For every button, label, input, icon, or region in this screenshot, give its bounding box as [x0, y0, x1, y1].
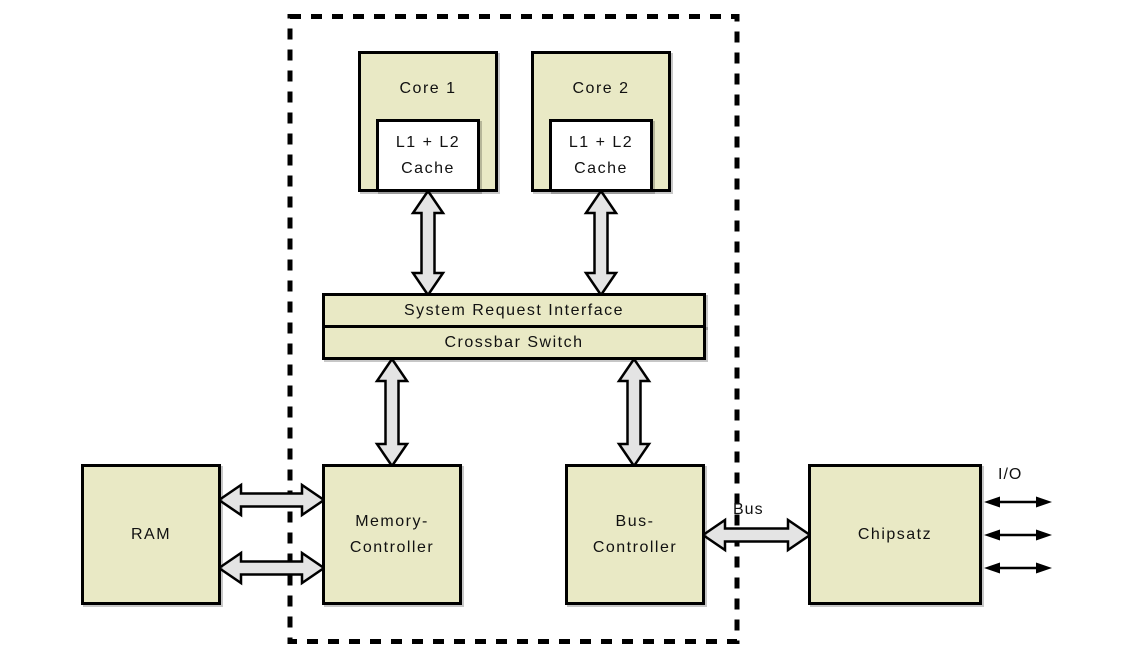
arrow-cache2-sri [583, 188, 619, 298]
arrow-crossbar-busctrl [616, 356, 652, 469]
node-memctrl-line1: Memory- [355, 512, 429, 530]
node-chipsatz: Chipsatz [808, 464, 982, 605]
bus-edge-label: Bus [733, 501, 764, 518]
node-memctrl-line2: Controller [349, 538, 435, 556]
node-cache2: L1 + L2 Cache [549, 119, 653, 192]
arrow-crossbar-memctrl [374, 356, 410, 469]
node-crossbar-switch: Crossbar Switch [322, 325, 706, 360]
node-ram-label: RAM [130, 525, 172, 543]
cpu-die-boundary [287, 14, 740, 644]
io-edge-label: I/O [998, 466, 1023, 483]
node-bus-controller: Bus- Controller [565, 464, 705, 605]
node-ram: RAM [81, 464, 221, 605]
node-system-request-interface: System Request Interface [322, 293, 706, 328]
io-arrow-1 [984, 496, 1052, 508]
io-arrow-2 [984, 529, 1052, 541]
node-crossbar-label: Crossbar Switch [444, 333, 584, 351]
arrow-ram-memctrl-lower [216, 550, 327, 586]
io-arrow-3 [984, 562, 1052, 574]
node-cache2-line1: L1 + L2 [568, 133, 634, 151]
node-cache1-line1: L1 + L2 [395, 133, 461, 151]
node-core2-label: Core 2 [572, 80, 630, 97]
node-chipsatz-label: Chipsatz [857, 525, 933, 543]
node-memory-controller: Memory- Controller [322, 464, 462, 605]
node-busctrl-line2: Controller [592, 538, 678, 556]
node-core1-label: Core 1 [399, 80, 457, 97]
arrow-cache1-sri [410, 188, 446, 298]
node-cache1: L1 + L2 Cache [376, 119, 480, 192]
node-busctrl-line1: Bus- [615, 512, 655, 530]
arrow-ram-memctrl-upper [216, 482, 327, 518]
node-cache1-line2: Cache [401, 159, 455, 177]
node-cache2-line2: Cache [574, 159, 628, 177]
node-sri-label: System Request Interface [403, 301, 625, 319]
arrow-busctrl-chipsatz [700, 517, 813, 553]
